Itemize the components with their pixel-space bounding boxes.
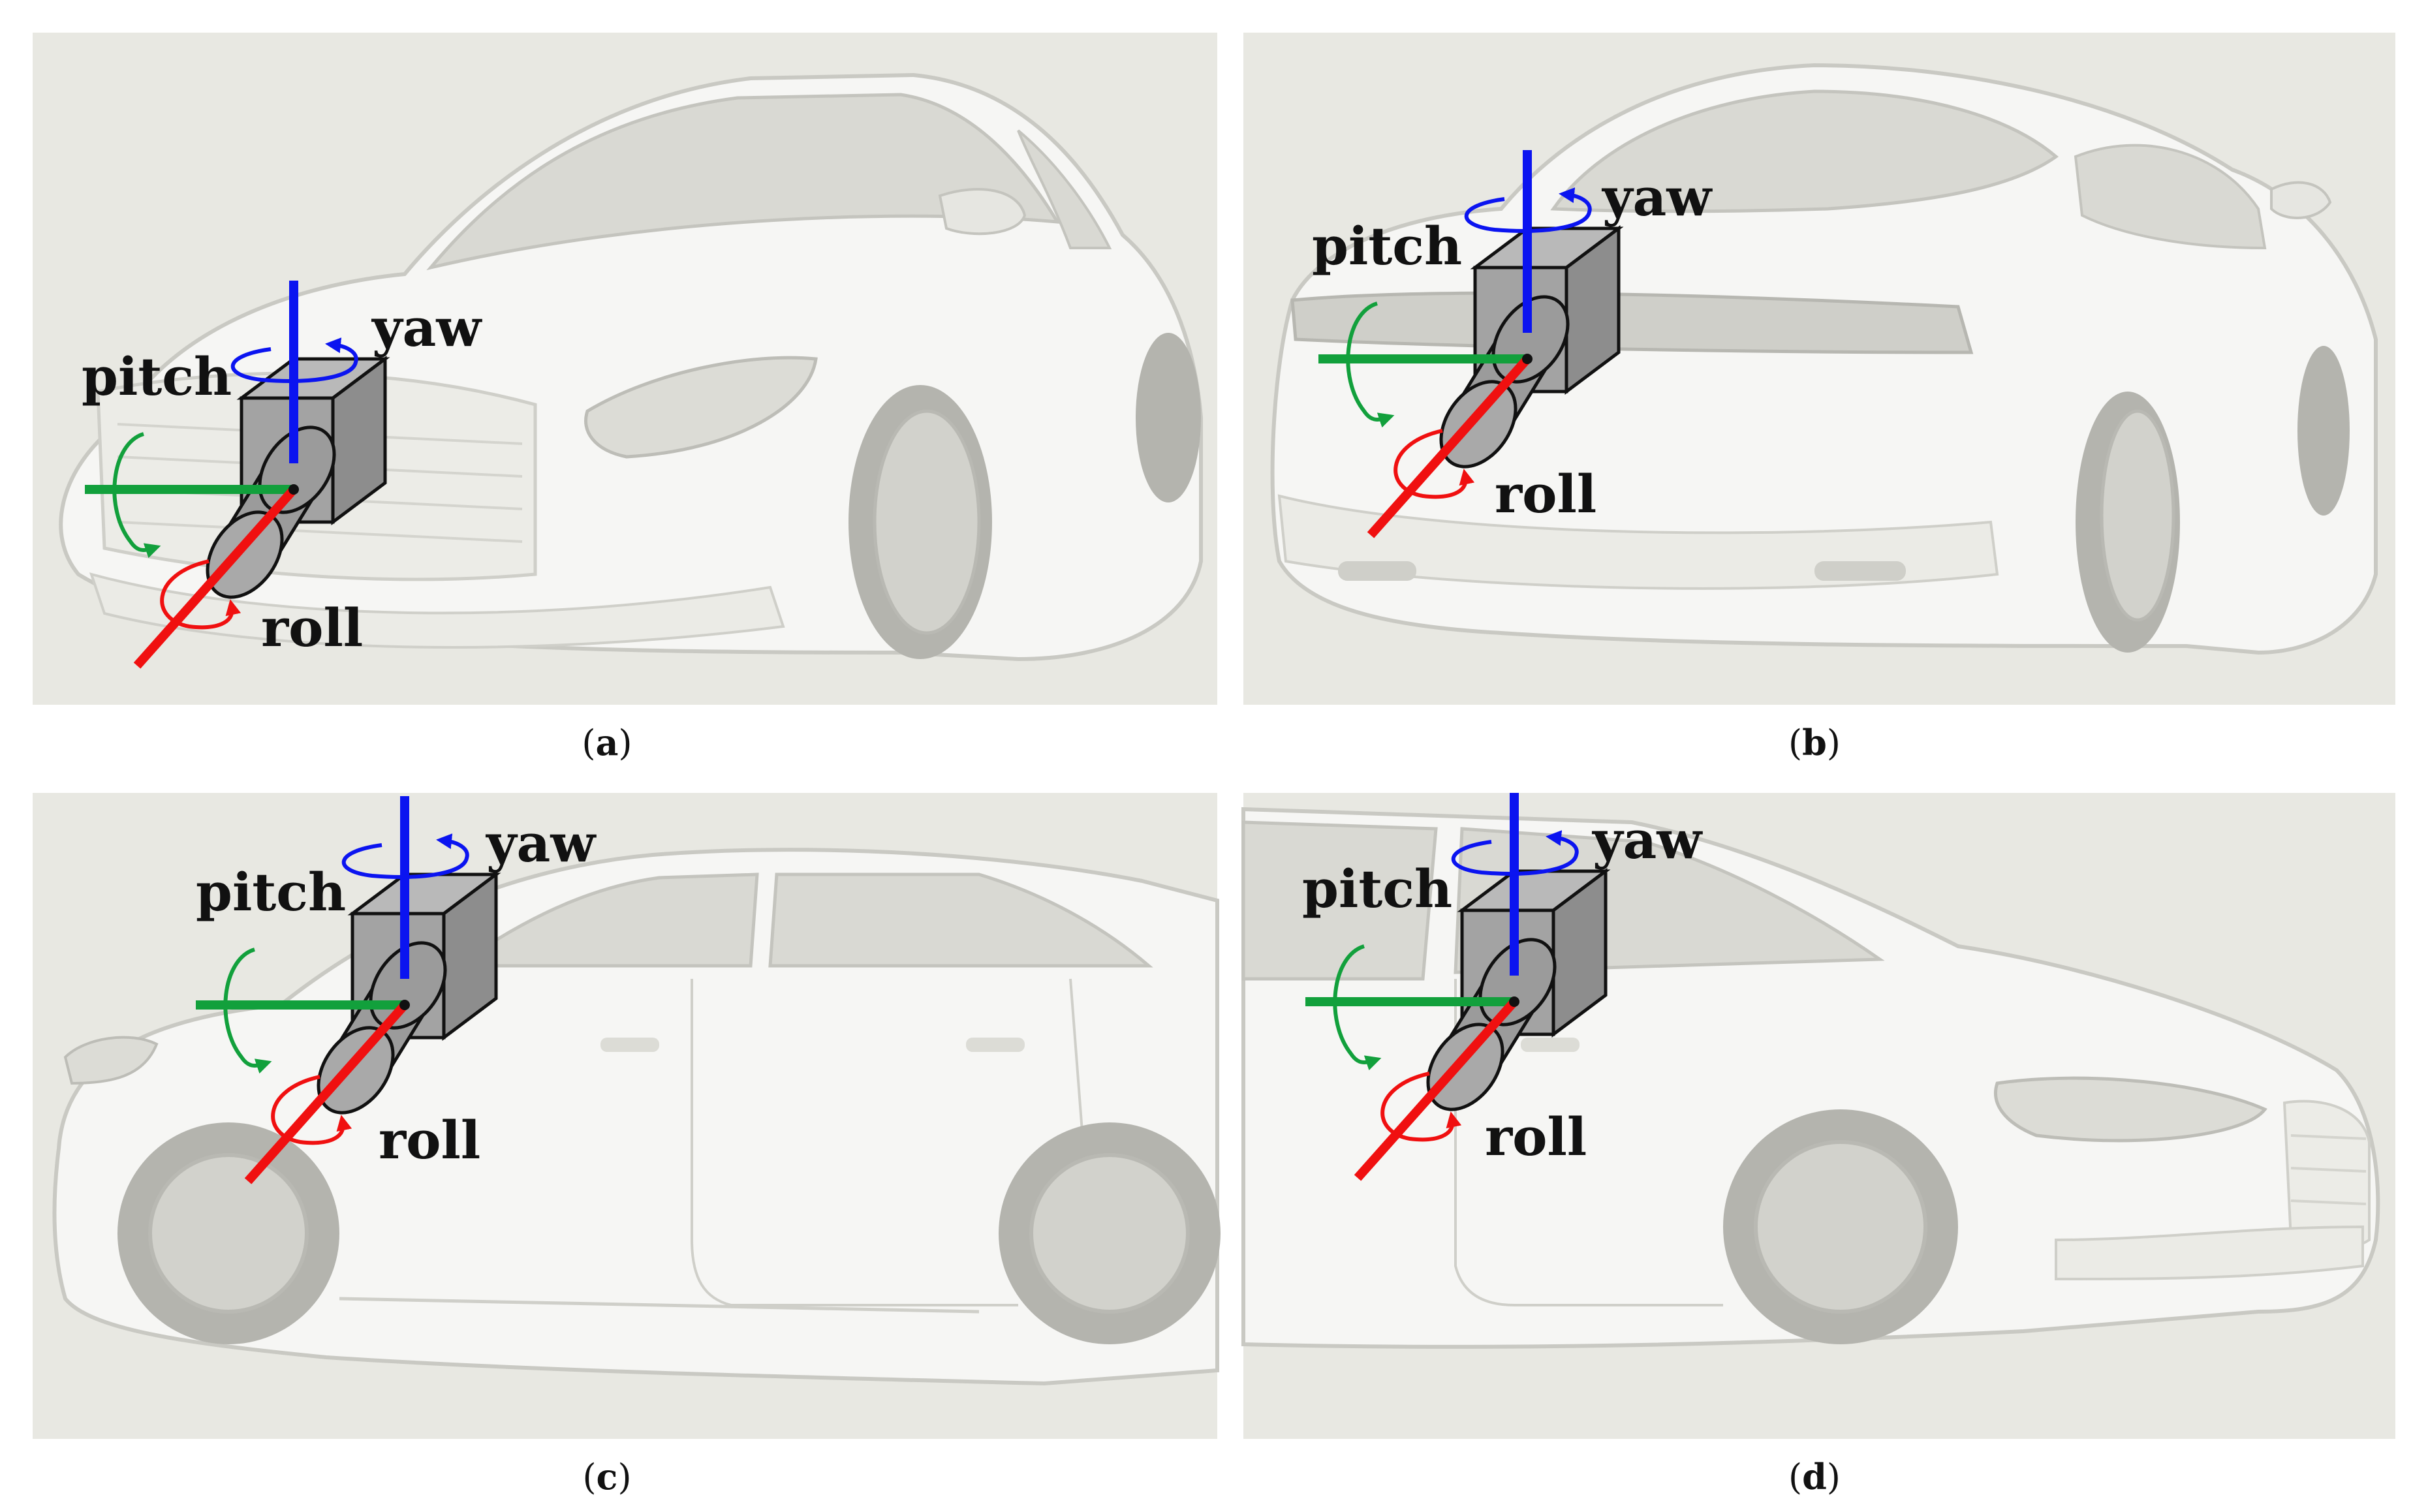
- yaw-rotation-b: [1464, 187, 1592, 233]
- pitch-rotation-a: [112, 432, 161, 559]
- roll-label-b: roll: [1495, 463, 1596, 525]
- car-rear-left-image: [1270, 63, 2378, 655]
- camera-b: [1318, 150, 1619, 538]
- panel-label-a: (a): [582, 722, 632, 764]
- yaw-label-a: yaw: [371, 297, 482, 358]
- pitch-label-c: pitch: [196, 861, 346, 923]
- panel-label-c: (c): [582, 1456, 631, 1498]
- roll-rotation-c: [271, 1075, 352, 1145]
- camera-origin-d: [1509, 996, 1519, 1007]
- roll-rotation-d: [1380, 1072, 1462, 1142]
- roll-axis-a: [133, 486, 298, 669]
- camera-origin-c: [399, 1000, 410, 1010]
- yaw-rotation-c: [341, 833, 469, 879]
- camera-origin-a: [288, 484, 299, 495]
- roll-axis-b: [1367, 356, 1531, 538]
- roll-label-a: roll: [261, 597, 363, 658]
- yaw-rotation-d: [1451, 830, 1579, 876]
- camera-c: [196, 796, 496, 1184]
- car-side-rear-door-image: [52, 848, 1221, 1386]
- camera-origin-b: [1522, 354, 1533, 364]
- roll-label-d: roll: [1485, 1106, 1587, 1167]
- yaw-label-c: yaw: [485, 812, 597, 874]
- roll-rotation-b: [1393, 429, 1475, 499]
- roll-label-c: roll: [379, 1109, 480, 1171]
- roll-axis-c: [244, 1002, 409, 1184]
- pitch-rotation-c: [223, 948, 272, 1074]
- yaw-label-b: yaw: [1601, 166, 1713, 228]
- panel-label-b: (b): [1788, 722, 1841, 764]
- pitch-label-a: pitch: [82, 346, 232, 407]
- roll-axis-d: [1354, 998, 1518, 1181]
- panel-label-d: (d): [1788, 1456, 1841, 1498]
- yaw-label-d: yaw: [1591, 809, 1703, 871]
- pitch-label-b: pitch: [1312, 215, 1462, 277]
- pitch-rotation-d: [1333, 944, 1382, 1071]
- yaw-rotation-a: [230, 337, 358, 383]
- camera-d: [1305, 793, 1606, 1181]
- roll-rotation-a: [160, 559, 241, 630]
- camera-a: [85, 281, 385, 669]
- pitch-label-d: pitch: [1302, 858, 1452, 919]
- pitch-rotation-b: [1346, 301, 1395, 428]
